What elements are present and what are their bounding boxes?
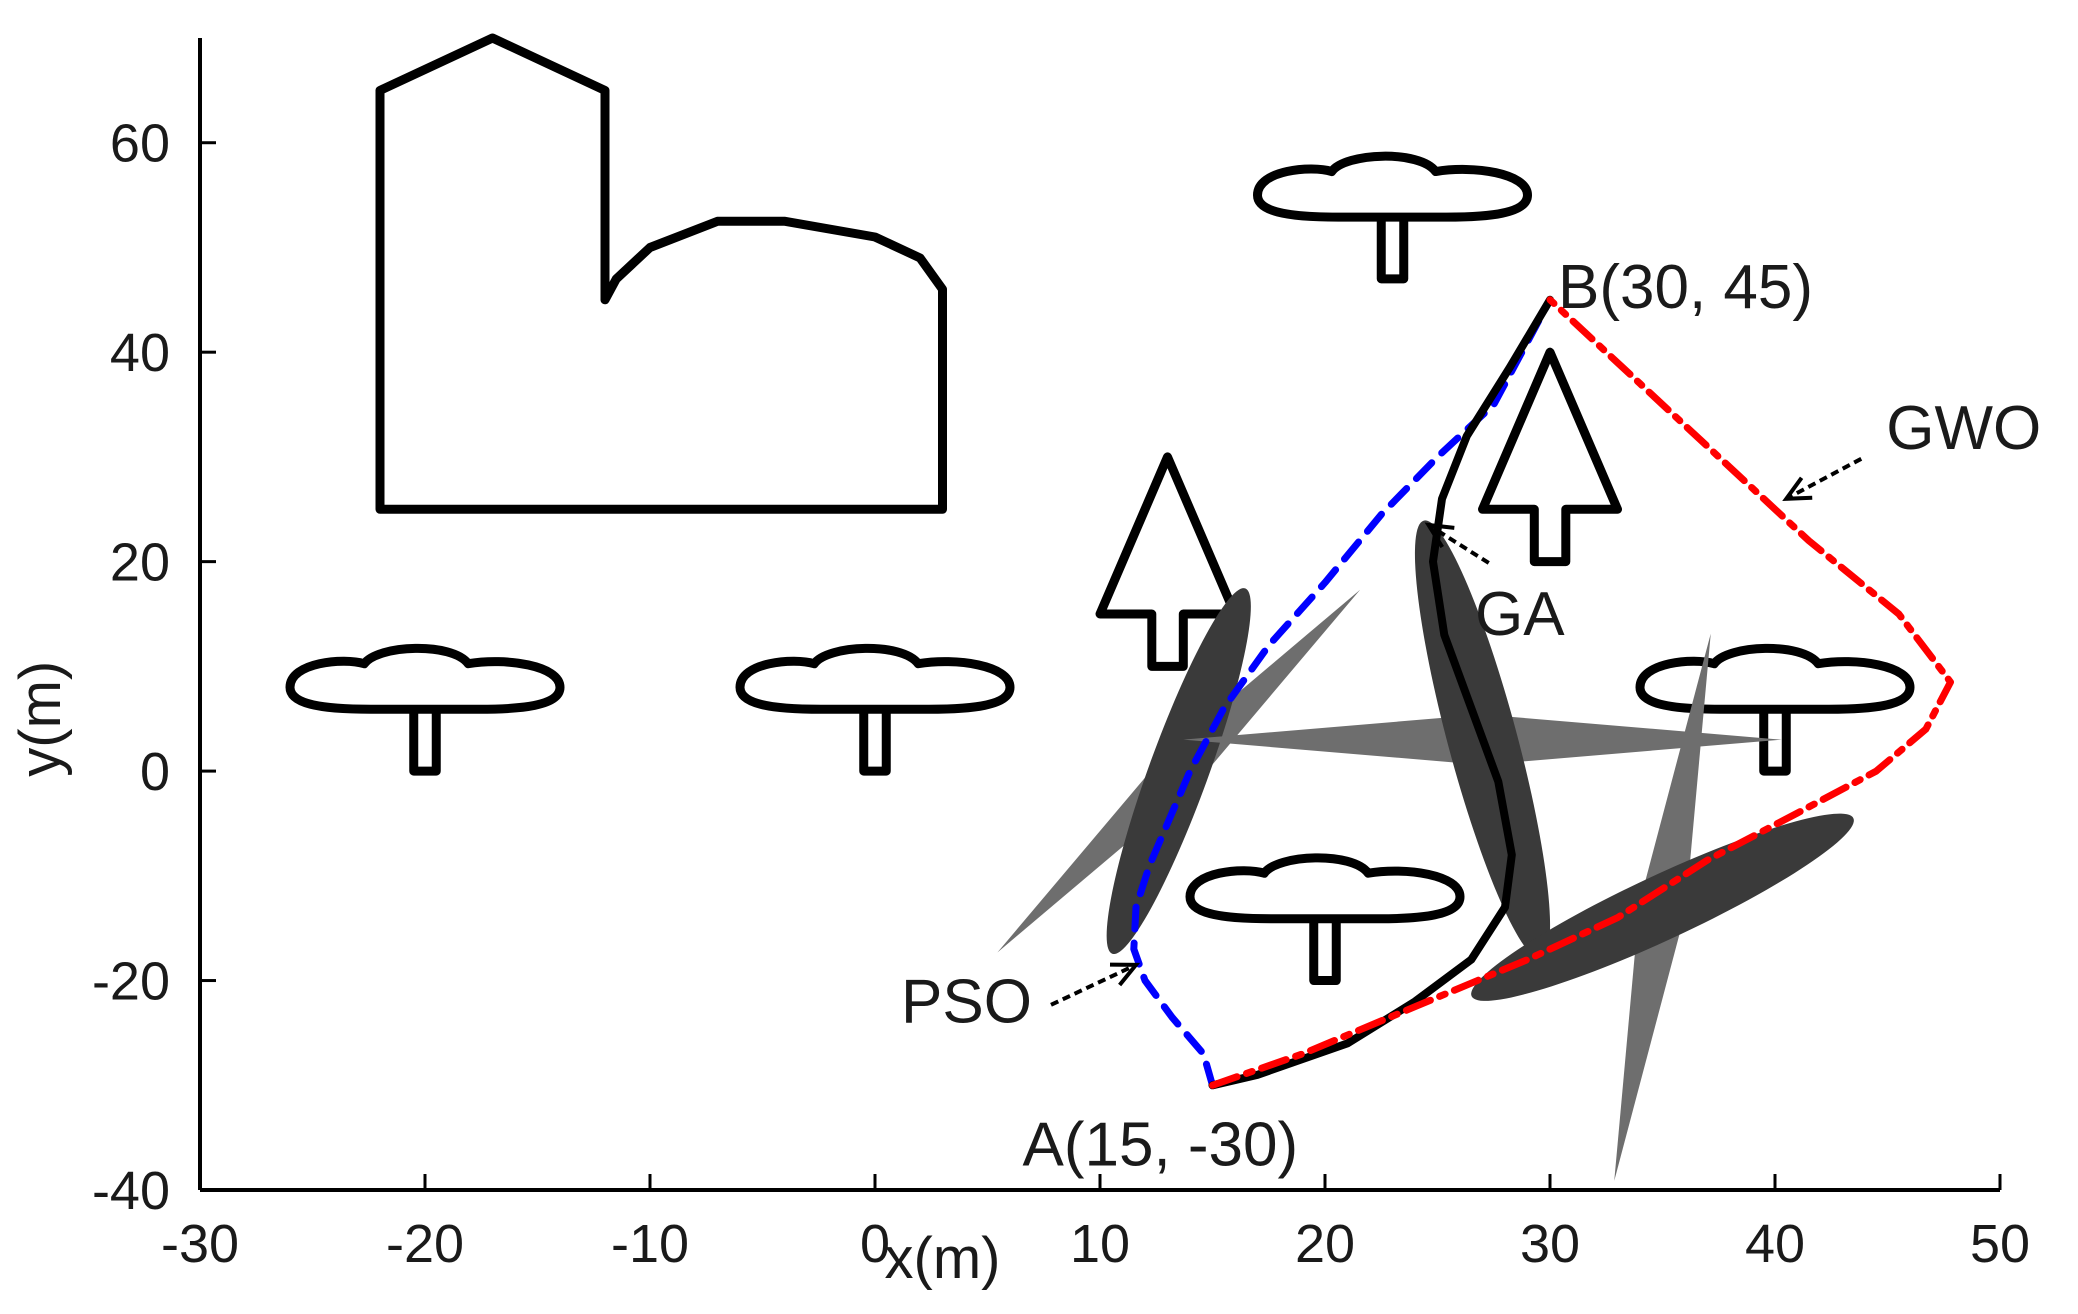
tree-obstacle (1478, 347, 1622, 567)
cloud-trunk (1376, 217, 1409, 284)
annotation-arrowhead (1782, 476, 1813, 501)
cloud-canopy (1635, 643, 1915, 714)
y-tick-label: 0 (140, 742, 170, 802)
annotation-arrowhead (1424, 522, 1455, 549)
annotation-text: PSO (901, 967, 1032, 1036)
annotation-text: B(30, 45) (1558, 253, 1813, 322)
x-tick-label: 40 (1745, 1214, 1805, 1274)
x-tick-label: -30 (161, 1214, 239, 1274)
annotation-pso: PSO (901, 962, 1141, 1036)
cloud-canopy (285, 643, 565, 714)
x-tick-label: 0 (860, 1214, 890, 1274)
y-tick-label: 40 (110, 323, 170, 383)
annotation-arrow (1050, 963, 1137, 1007)
annotation-arrow (1427, 523, 1490, 565)
cloud-obstacle (1185, 853, 1465, 986)
cloud-canopy (1185, 853, 1465, 924)
y-tick-label: -20 (92, 952, 170, 1012)
threat-blade (1106, 588, 1251, 955)
annotation-arrow (1785, 457, 1863, 501)
annotation-arrowhead (1109, 962, 1141, 987)
y-tick-label: 20 (110, 533, 170, 593)
series-layer (1130, 295, 1954, 1090)
obstacle-layer (285, 33, 1915, 1181)
x-tick-label: 30 (1520, 1214, 1580, 1274)
x-tick-label: 10 (1070, 1214, 1130, 1274)
x-tick-label: 20 (1295, 1214, 1355, 1274)
y-ticks: -40 -20 0 20 40 60 (92, 114, 216, 1221)
cloud-obstacle (1253, 151, 1532, 284)
cloud-trunk (859, 709, 891, 776)
cloud-obstacle (735, 643, 1015, 776)
annotation-layer: B(30, 45) A(15, -30) GWO GA PSO (901, 253, 2041, 1179)
x-tick-label: 50 (1970, 1214, 2030, 1274)
cloud-canopy (1253, 151, 1532, 222)
series-line-ga (1208, 295, 1554, 1090)
building-obstacle (375, 33, 947, 514)
cloud-trunk (409, 709, 441, 776)
x-tick-label: -20 (386, 1214, 464, 1274)
cloud-obstacle (285, 643, 565, 776)
x-axis-label: x(m) (885, 1226, 1001, 1291)
cloud-trunk (1309, 918, 1341, 986)
cloud-canopy (735, 643, 1015, 714)
annotation-gwo: GWO (1782, 394, 2041, 501)
threat-blade (1471, 813, 1854, 1001)
annotation-text: GA (1475, 580, 1565, 649)
annotation-ga: GA (1424, 522, 1565, 649)
x-tick-label: -10 (611, 1214, 689, 1274)
series-line-gwo (1209, 296, 1954, 1089)
annotation-text: GWO (1886, 394, 2041, 463)
annotation-text: A(15, -30) (1023, 1110, 1299, 1179)
annotation-b-30-45: B(30, 45) (1558, 253, 1813, 322)
threat-marker (1471, 633, 1854, 1181)
y-tick-label: -40 (92, 1161, 170, 1221)
threat-marker (997, 588, 1361, 955)
x-ticks: -30 -20 -10 0 10 20 30 40 50 (161, 1174, 2030, 1274)
y-axis-label: y(m) (8, 661, 73, 777)
annotation-a-15-30: A(15, -30) (1023, 1110, 1299, 1179)
y-tick-label: 60 (110, 114, 170, 174)
